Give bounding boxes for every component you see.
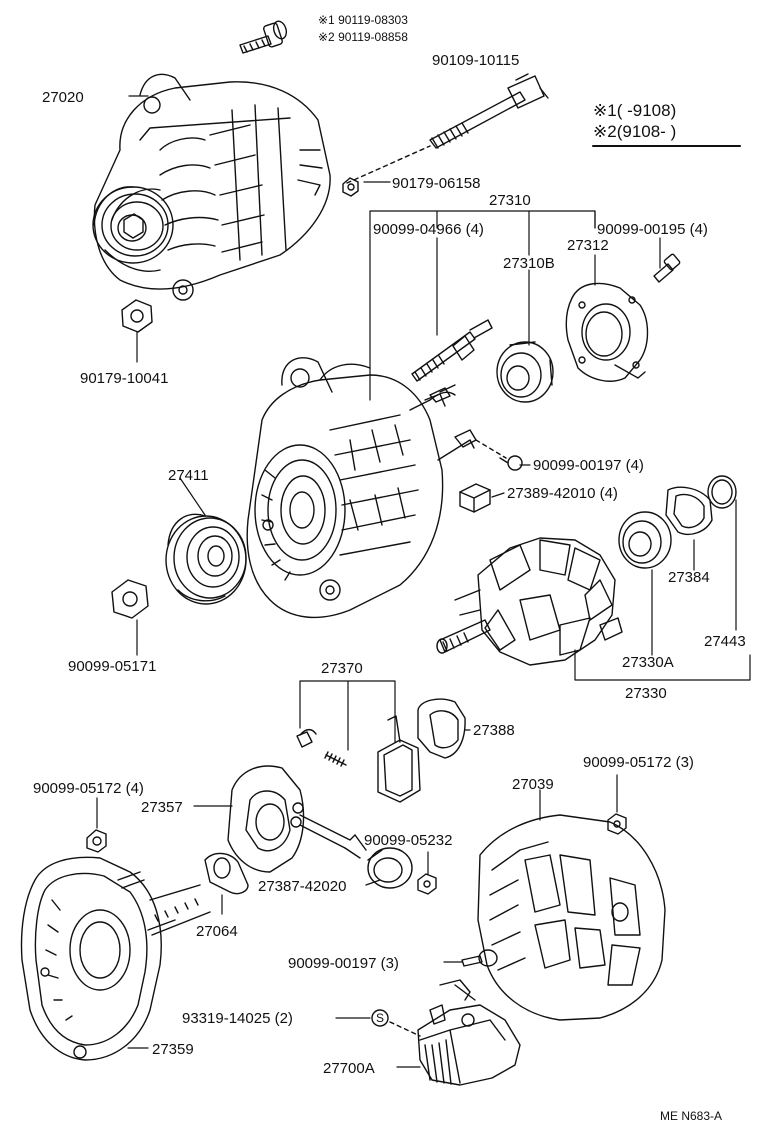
label-end-frame: 27359 [152, 1041, 194, 1058]
main-alternator-drawing [246, 357, 475, 619]
screw-195-drawing [653, 253, 681, 283]
label-nut-171: 90099-05171 [68, 658, 156, 675]
rotor-drawing [436, 537, 623, 666]
legend-1: ※1( -9108) [593, 101, 676, 120]
label-diagram-code: ME N683-A [660, 1109, 722, 1123]
label-coil-assy: 27310 [489, 192, 531, 209]
label-cover: 27384 [668, 569, 710, 586]
bolt-long-drawing [429, 73, 549, 149]
label-ring: 27443 [704, 633, 746, 650]
label-bolt-long: 90109-10115 [432, 52, 519, 69]
brush-holder-drawing [296, 715, 421, 803]
label-gasket: 27064 [196, 923, 238, 940]
nut-172-4-drawing [86, 829, 107, 853]
stud-bolt-drawing [411, 319, 493, 382]
label-pulley: 27411 [168, 467, 209, 484]
dashed-line-screw [389, 1021, 421, 1037]
bearing-a-drawing [618, 511, 672, 569]
holder-cover-drawing [417, 698, 466, 759]
ring-drawing [707, 475, 737, 509]
label-screw-197-4: 90099-00197 (4) [533, 457, 644, 474]
bolt-top-drawing [239, 20, 288, 54]
terminal-drawing [429, 387, 477, 448]
label-bolt-note-2: ※2 90119-08858 [318, 30, 408, 44]
label-holder-cover: 27388 [473, 722, 515, 739]
screw-197-4-drawing [499, 455, 523, 471]
label-insulator: 27389-42010 (4) [507, 485, 618, 502]
insulator-drawing [459, 483, 491, 513]
dashed-line-terminal [475, 439, 507, 459]
label-screw-195: 90099-00195 (4) [597, 221, 708, 238]
nut-small-drawing [342, 177, 359, 197]
label-plate: 27312 [567, 237, 609, 254]
label-frame: 27039 [512, 776, 554, 793]
label-alternator-assy: 27020 [42, 89, 84, 106]
legend-2: ※2(9108- ) [593, 122, 676, 141]
nut-232-drawing [417, 873, 437, 895]
label-rotor: 27330 [625, 685, 667, 702]
label-regulator: 27700A [323, 1060, 375, 1077]
label-nut-232: 90099-05232 [364, 832, 452, 849]
nut-172-3-drawing [607, 813, 627, 835]
label-bearing-b: 27310B [503, 255, 555, 272]
svg-text:S: S [376, 1011, 384, 1025]
end-frame-drawing [20, 856, 211, 1061]
label-bolt-note-1: ※1 90119-08303 [318, 13, 408, 27]
label-stud-bolt: 90099-04966 (4) [373, 221, 484, 238]
bearing-b-drawing [496, 341, 554, 403]
label-screw-197-3: 90099-00197 (3) [288, 955, 399, 972]
cover-drawing [665, 486, 713, 536]
label-nut-172-4: 90099-05172 (4) [33, 780, 144, 797]
alternator-assembly-drawing [92, 73, 331, 301]
nut-171-drawing [111, 579, 149, 619]
label-rect-insulator: 27387-42020 [258, 878, 346, 895]
rectifier-holder-drawing [227, 765, 367, 873]
label-screw-025: 93319-14025 (2) [182, 1010, 293, 1027]
label-bearing-a: 27330A [622, 654, 674, 671]
dashed-line-bolt [346, 145, 431, 184]
nut-41-drawing [121, 299, 153, 333]
gasket-drawing [204, 852, 249, 895]
label-nut-41: 90179-10041 [80, 370, 168, 387]
screw-025-drawing: S [371, 1009, 389, 1027]
rect-insulator-drawing [367, 847, 413, 889]
leader-lines [96, 95, 751, 1068]
plate-drawing [565, 282, 649, 382]
regulator-drawing [417, 979, 521, 1086]
label-nut-172-3: 90099-05172 (3) [583, 754, 694, 771]
pulley-drawing [165, 513, 247, 605]
label-brush-holder: 27370 [321, 660, 363, 677]
frame-drawing [477, 814, 666, 1021]
label-rect-holder: 27357 [141, 799, 183, 816]
screw-197-3-drawing [461, 949, 498, 967]
label-nut-small: 90179-06158 [392, 175, 480, 192]
